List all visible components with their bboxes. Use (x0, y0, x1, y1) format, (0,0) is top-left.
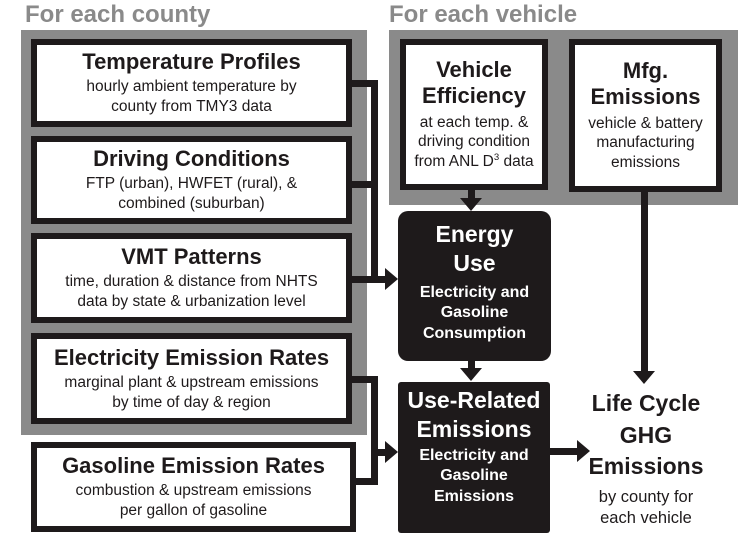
box-description: combustion & upstream emissions per gall… (75, 482, 312, 520)
box-vehicle-efficiency: Vehicle Efficiency at each temp. & drivi… (400, 39, 548, 190)
box-description: vehicle & battery manufacturing emission… (588, 114, 703, 172)
box-energy-use: Energy Use Electricity and Gasoline Cons… (398, 211, 551, 361)
connector-driving-stub (351, 181, 378, 188)
connector-energy-use-line (351, 276, 386, 283)
output-subtitle: by county for each vehicle (598, 488, 694, 527)
description-text: at each temp. & driving condition from A… (414, 113, 530, 171)
arrowhead-use-related-to-life-cycle (577, 440, 590, 462)
connector-use-related-line (372, 449, 386, 456)
box-title: Vehicle Efficiency (422, 56, 526, 109)
box-use-related-emissions: Use-Related Emissions Electricity and Ga… (398, 382, 550, 533)
box-subtitle: Electricity and Gasoline Emissions (419, 446, 529, 505)
box-title: Driving Conditions (93, 146, 290, 172)
box-vmt-patterns: VMT Patterns time, duration & distance f… (31, 233, 352, 323)
box-title: Gasoline Emission Rates (62, 453, 325, 479)
box-description: at each temp. & driving condition from A… (408, 113, 540, 172)
arrowhead-vehicle-efficiency-to-energy-use (460, 198, 482, 211)
box-electricity-emission-rates: Electricity Emission Rates marginal plan… (31, 333, 352, 424)
connector-county-bottom-bus (371, 376, 378, 485)
box-description: FTP (urban), HWFET (rural), & combined (… (85, 175, 298, 213)
box-title: Electricity Emission Rates (53, 344, 330, 370)
description-text: data (499, 153, 534, 171)
connector-temperature-stub (351, 80, 378, 87)
box-title: Use-Related Emissions (407, 387, 541, 442)
label-life-cycle-ghg-emissions: Life Cycle GHG Emissions by county for e… (570, 388, 722, 528)
connector-vehicle-efficiency-line (468, 188, 475, 200)
connector-county-top-bus (371, 80, 378, 283)
box-description: hourly ambient temperature by county fro… (86, 78, 297, 116)
arrowhead-mfg-to-life-cycle (633, 371, 655, 384)
connector-gasoline-stub (353, 478, 378, 485)
arrowhead-into-energy-use (385, 268, 398, 290)
box-description: time, duration & distance from NHTS data… (65, 273, 318, 311)
box-title: Energy Use (435, 221, 514, 276)
box-mfg-emissions: Mfg. Emissions vehicle & battery manufac… (569, 39, 722, 192)
county-group-header: For each county (25, 1, 211, 28)
box-temperature-profiles: Temperature Profiles hourly ambient temp… (31, 39, 352, 127)
connector-use-related-to-life-cycle-line (549, 448, 578, 455)
arrowhead-into-use-related (385, 441, 398, 463)
box-driving-conditions: Driving Conditions FTP (urban), HWFET (r… (31, 136, 352, 224)
box-subtitle: Electricity and Gasoline Consumption (419, 283, 530, 342)
box-title: Mfg. Emissions (590, 57, 701, 110)
output-title: Life Cycle GHG Emissions (588, 390, 704, 480)
connector-energy-to-use-related-line (468, 361, 475, 370)
connector-electricity-stub (351, 376, 378, 383)
box-gasoline-emission-rates: Gasoline Emission Rates combustion & ups… (31, 442, 356, 532)
box-title: VMT Patterns (121, 244, 262, 270)
arrowhead-energy-to-use-related (460, 368, 482, 381)
box-title: Temperature Profiles (82, 49, 301, 75)
box-description: marginal plant & upstream emissions by t… (64, 373, 319, 411)
superscript-3: 3 (493, 152, 500, 164)
vehicle-group-header: For each vehicle (389, 1, 578, 28)
connector-mfg-emissions-line (641, 190, 648, 372)
